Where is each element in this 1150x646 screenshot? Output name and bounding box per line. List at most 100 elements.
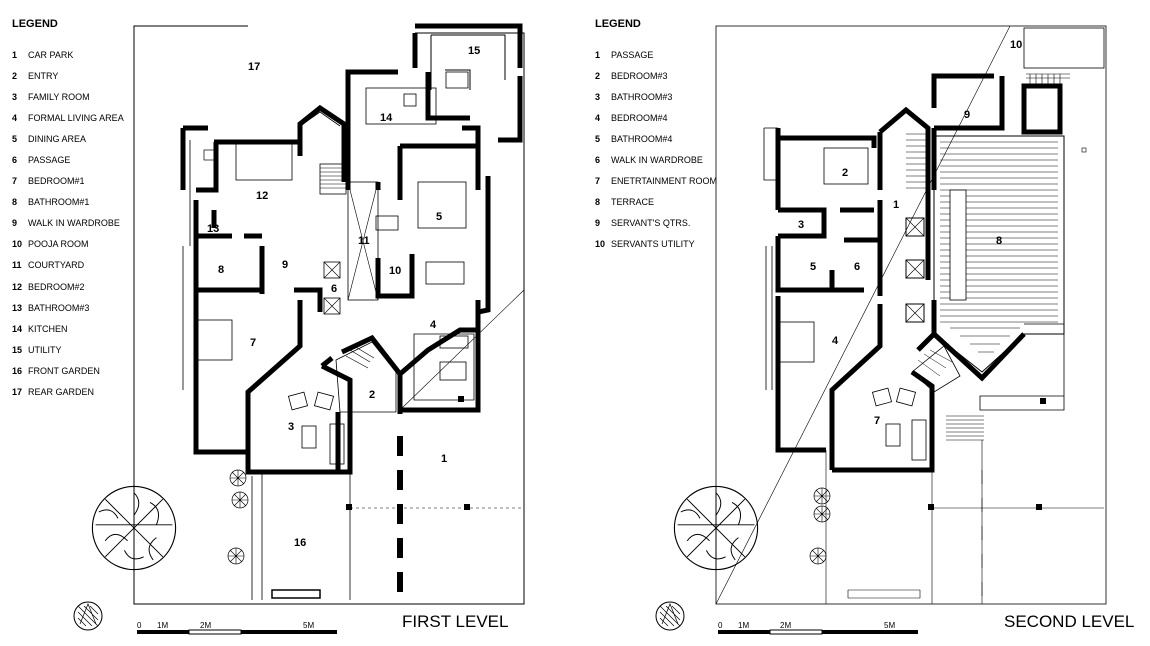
room-label: 9	[282, 259, 288, 271]
legend-item-label: PASSAGE	[28, 155, 71, 166]
legend-item-label: WALK IN WARDROBE	[28, 218, 120, 229]
legend-item-number: 6	[595, 155, 601, 166]
legend-item-label: SERVANT'S QTRS.	[611, 218, 691, 229]
legend-item-number: 9	[12, 218, 18, 229]
legend-item-label: FORMAL LIVING AREA	[28, 112, 124, 123]
legend-item-label: SERVANTS UTILITY	[611, 239, 695, 250]
room-label: 3	[288, 421, 294, 433]
room-label: 4	[430, 319, 437, 331]
plan-title-first-level: FIRST LEVEL	[402, 612, 509, 631]
legend-title: LEGEND	[12, 18, 58, 30]
legend-item: 10 SERVANTS UTILITY	[595, 234, 717, 255]
legend-item-label: POOJA ROOM	[28, 239, 89, 250]
legend-item: 17 REAR GARDEN	[12, 382, 124, 403]
legend-item-number: 2	[12, 70, 18, 81]
legend-item-number: 11	[12, 260, 22, 271]
legend-item-label: COURTYARD	[28, 260, 85, 271]
legend-item: 15 UTILITY	[12, 339, 124, 360]
first-level-plan: 0 1M 2M 5M 1 2 3 4 5 6 7 8 9 10 11 12 13…	[73, 23, 525, 635]
legend-item-label: BATHROOM#1	[28, 197, 90, 208]
scale-label: 0	[137, 621, 142, 630]
legend-title: LEGEND	[595, 18, 641, 30]
legend-item-number: 7	[595, 176, 601, 187]
legend-item-number: 13	[12, 302, 23, 313]
legend-item-number: 3	[595, 91, 601, 102]
legend-item-number: 5	[12, 133, 18, 144]
legend-item: 10 POOJA ROOM	[12, 234, 124, 255]
legend-item-label: FRONT GARDEN	[28, 365, 100, 376]
room-label: 2	[369, 389, 375, 401]
legend-item-number: 16	[12, 365, 23, 376]
legend-item: 9 WALK IN WARDROBE	[12, 213, 124, 234]
legend-item-label: CAR PARK	[28, 49, 74, 60]
room-label: 2	[842, 167, 848, 179]
legend-item-label: UTILITY	[28, 344, 62, 355]
legend-item-number: 8	[595, 197, 601, 208]
scale-label: 5M	[303, 621, 314, 630]
room-label: 9	[964, 109, 970, 121]
legend-item-label: REAR GARDEN	[28, 387, 95, 398]
scale-bar: 0 1M 2M 5M	[137, 621, 337, 635]
room-label: 1	[441, 453, 447, 465]
legend-item-label: BEDROOM#1	[28, 176, 85, 187]
legend-item-label: FAMILY ROOM	[28, 91, 90, 102]
legend-item-label: PASSAGE	[611, 49, 654, 60]
room-label: 16	[294, 537, 306, 549]
legend-item-number: 4	[12, 112, 18, 123]
room-label: 6	[331, 283, 337, 295]
legend-item: 6 PASSAGE	[12, 149, 124, 170]
legend-item-number: 2	[595, 70, 601, 81]
room-labels: 1 2 3 4 5 6 7 8 9 10	[798, 39, 1022, 427]
legend-item-number: 10	[595, 239, 606, 250]
legend-item: 4 FORMAL LIVING AREA	[12, 107, 124, 128]
legend-item-number: 15	[12, 344, 23, 355]
legend-item-number: 14	[12, 323, 23, 334]
terrace-hatch	[933, 135, 1065, 373]
room-label: 7	[250, 337, 256, 349]
legend-item: 11 COURTYARD	[12, 255, 124, 276]
room-label: 14	[380, 112, 393, 124]
legend-item-number: 1	[12, 49, 18, 60]
scale-label: 5M	[884, 621, 895, 630]
legend-item-label: BEDROOM#4	[611, 112, 668, 123]
legend-item-label: BATHROOM#3	[28, 302, 90, 313]
legend-item-number: 17	[12, 387, 23, 398]
legend-item-label: DINING AREA	[28, 133, 87, 144]
legend-item-number: 4	[595, 112, 601, 123]
room-label: 12	[256, 190, 268, 202]
scale-bar: 0 1M 2M 5M	[718, 621, 918, 635]
scale-label: 1M	[738, 621, 749, 630]
legend-item-label: ENETRTAINMENT ROOM	[611, 176, 718, 187]
legend-item-label: WALK IN WARDROBE	[611, 155, 703, 166]
room-labels: 1 2 3 4 5 6 7 8 9 10 11 12 13 14 15 16 1…	[207, 45, 480, 549]
legend-item: 4 BEDROOM#4	[595, 107, 717, 128]
room-label: 13	[207, 223, 219, 235]
room-label: 7	[874, 415, 880, 427]
room-label: 10	[389, 265, 401, 277]
room-label: 10	[1010, 39, 1022, 51]
room-label: 8	[218, 264, 224, 276]
legend-item-number: 5	[595, 133, 601, 144]
plan-title-second-level: SECOND LEVEL	[1004, 612, 1135, 631]
legend-item: 5 DINING AREA	[12, 128, 124, 149]
legend-item-number: 10	[12, 239, 23, 250]
room-label: 6	[854, 261, 860, 273]
legend-item-number: 6	[12, 155, 18, 166]
legend-item-number: 12	[12, 281, 23, 292]
second-level-plan: 0 1M 2M 5M 1 2 3 4 5 6 7 8 9 10	[655, 25, 1107, 635]
room-label: 11	[358, 235, 370, 247]
scale-label: 0	[718, 621, 723, 630]
room-label: 4	[832, 335, 839, 347]
